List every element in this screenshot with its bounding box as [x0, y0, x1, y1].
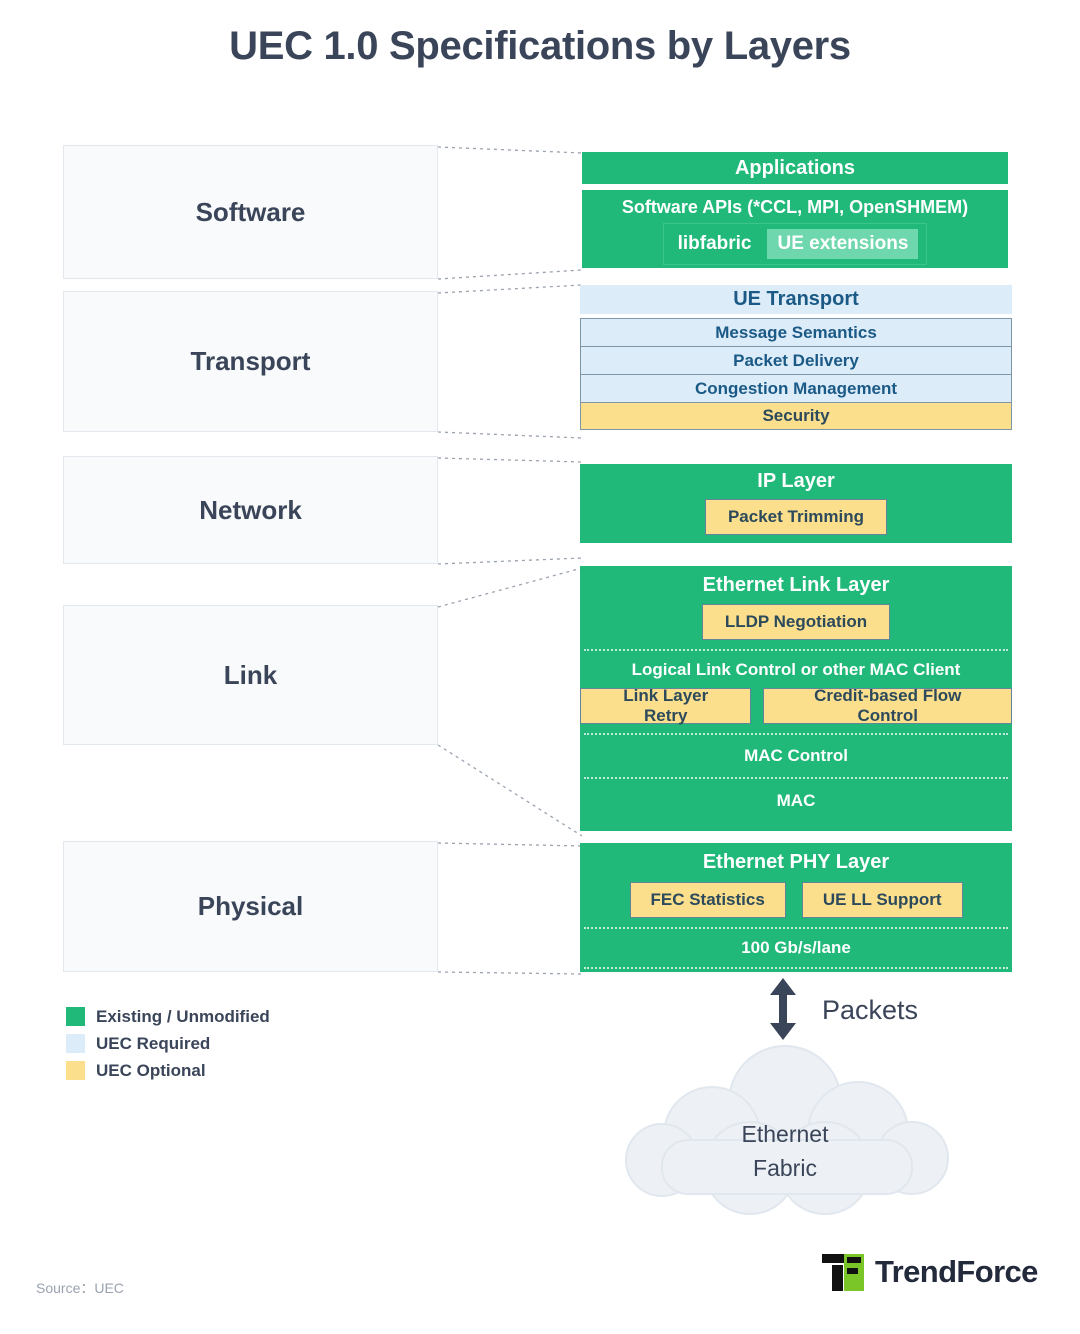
box-credit-based-flow-control[interactable]: Credit-based Flow Control: [763, 686, 1012, 725]
box-label: UE Transport: [733, 288, 859, 310]
row-phy-options: FEC Statistics UE LL Support: [580, 882, 1012, 918]
box-line-rate: 100 Gb/s/lane: [741, 938, 851, 957]
layer-label-text: Software: [195, 196, 306, 227]
box-applications[interactable]: Applications: [582, 152, 1008, 184]
legend: Existing / Unmodified UEC Required UEC O…: [66, 1003, 270, 1084]
box-mac-control: MAC Control: [744, 746, 848, 765]
box-security[interactable]: Security: [580, 402, 1012, 430]
box-label: Message Semantics: [715, 322, 877, 342]
legend-label: Existing / Unmodified: [96, 1006, 270, 1026]
legend-item-existing: Existing / Unmodified: [66, 1003, 270, 1030]
layer-label-network: Network: [63, 456, 438, 564]
chip-ue-extensions[interactable]: UE extensions: [767, 229, 919, 259]
box-message-semantics[interactable]: Message Semantics: [580, 318, 1012, 347]
legend-item-required: UEC Required: [66, 1030, 270, 1057]
box-ip-layer-header: IP Layer: [757, 470, 835, 492]
box-ue-transport-header[interactable]: UE Transport: [580, 285, 1012, 314]
layer-label-link: Link: [63, 605, 438, 745]
box-label: LLDP Negotiation: [724, 612, 868, 631]
trendforce-logo: TrendForce: [822, 1252, 1038, 1292]
divider: [584, 649, 1008, 651]
group-physical[interactable]: Ethernet PHY Layer FEC Statistics UE LL …: [580, 843, 1012, 972]
layer-label-text: Transport: [190, 346, 311, 376]
box-label: Credit-based Flow Control: [814, 686, 962, 725]
legend-swatch-blue: [66, 1034, 85, 1053]
legend-swatch-green: [66, 1007, 85, 1026]
box-mac: MAC: [776, 791, 816, 810]
box-label: Link Layer Retry: [623, 686, 709, 725]
box-label: Applications: [734, 156, 855, 179]
divider: [584, 777, 1008, 779]
page-title: UEC 1.0 Specifications by Layers: [229, 24, 851, 68]
ethernet-fabric-cloud: Ethernet Fabric: [625, 1045, 949, 1215]
box-label: FEC Statistics: [650, 890, 765, 909]
box-llc: Logical Link Control or other MAC Client: [631, 660, 961, 679]
box-fec-statistics[interactable]: FEC Statistics: [629, 882, 786, 918]
box-software-apis[interactable]: Software APIs (*CCL, MPI, OpenSHMEM) lib…: [582, 190, 1008, 268]
layer-label-transport: Transport: [63, 291, 438, 432]
legend-swatch-yellow: [66, 1061, 85, 1080]
row-link-options: Link Layer Retry Credit-based Flow Contr…: [580, 686, 1012, 725]
layer-label-text: Physical: [197, 891, 304, 921]
legend-label: UEC Required: [96, 1033, 211, 1053]
box-label: Security: [762, 406, 830, 425]
packets-label: Packets: [822, 995, 919, 1025]
group-transport: UE Transport Message Semantics Packet De…: [580, 285, 1012, 430]
box-link-layer-retry[interactable]: Link Layer Retry: [580, 686, 752, 725]
bidirectional-arrow-icon: [770, 978, 796, 1040]
box-ue-ll-support[interactable]: UE LL Support: [801, 882, 963, 918]
box-congestion-management[interactable]: Congestion Management: [580, 374, 1012, 403]
divider: [584, 733, 1008, 735]
layer-label-software: Software: [63, 145, 438, 279]
box-label: UE LL Support: [822, 890, 942, 909]
source-note: Source：UEC: [36, 1280, 124, 1296]
group-fabric-apis: libfabric UE extensions: [662, 223, 928, 265]
cloud-line-1: Ethernet: [742, 1121, 830, 1147]
chip-libfabric[interactable]: libfabric: [677, 233, 752, 254]
group-software: Applications Software APIs (*CCL, MPI, O…: [582, 152, 1008, 268]
box-ethernet-link-layer-header: Ethernet Link Layer: [702, 574, 890, 596]
legend-item-optional: UEC Optional: [66, 1057, 270, 1084]
trendforce-wordmark: TrendForce: [875, 1254, 1038, 1289]
legend-label: UEC Optional: [96, 1060, 206, 1080]
connector-lines: [437, 146, 583, 975]
box-label: Packet Trimming: [727, 507, 865, 526]
layer-label-physical: Physical: [63, 841, 438, 972]
box-ethernet-phy-layer-header: Ethernet PHY Layer: [702, 851, 890, 873]
box-label: Software APIs (*CCL, MPI, OpenSHMEM): [621, 197, 969, 217]
layer-label-text: Link: [223, 659, 278, 690]
box-packet-delivery[interactable]: Packet Delivery: [580, 346, 1012, 375]
divider: [584, 927, 1008, 929]
box-label: Congestion Management: [694, 378, 898, 398]
trendforce-mark-icon: [822, 1254, 864, 1291]
group-network[interactable]: IP Layer Packet Trimming: [580, 464, 1012, 543]
cloud-line-2: Fabric: [753, 1155, 817, 1181]
layer-label-text: Network: [199, 494, 302, 525]
box-label: Packet Delivery: [733, 350, 859, 370]
divider: [584, 967, 1008, 969]
group-link[interactable]: Ethernet Link Layer LLDP Negotiation Log…: [580, 566, 1012, 831]
box-lldp-negotiation[interactable]: LLDP Negotiation: [701, 604, 891, 640]
box-packet-trimming[interactable]: Packet Trimming: [704, 499, 888, 535]
